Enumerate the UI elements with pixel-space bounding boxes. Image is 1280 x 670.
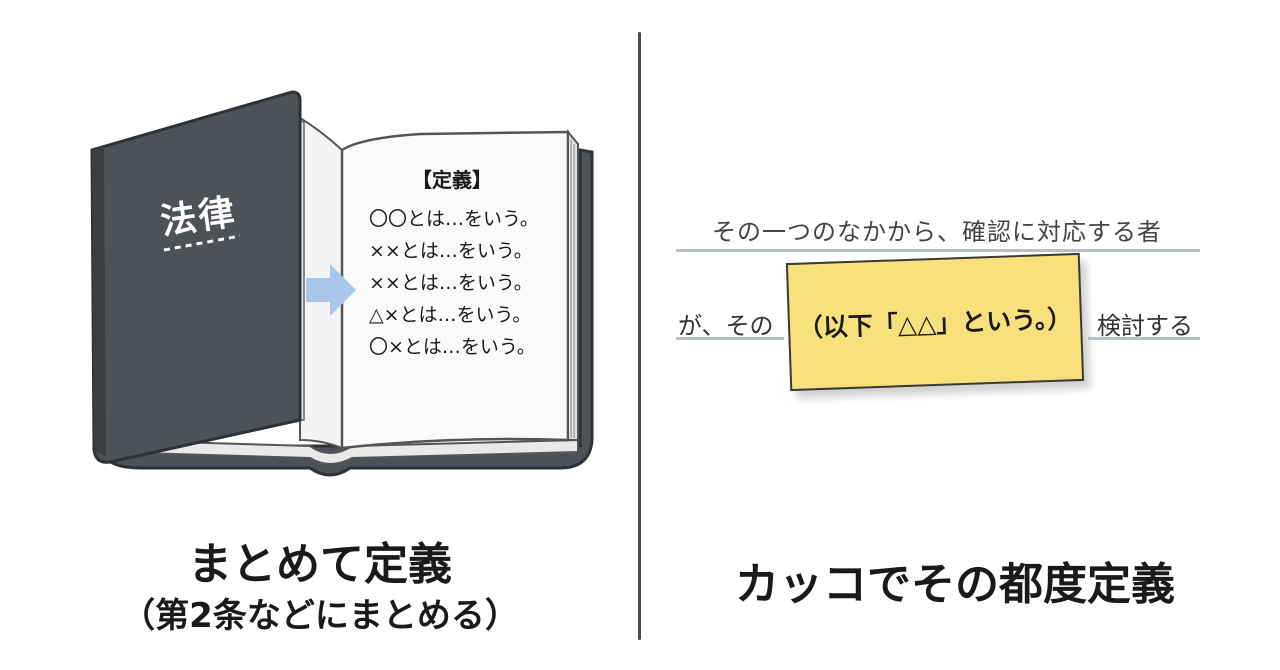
sticky-note: （以下「△△」という。） — [785, 252, 1085, 392]
definition-line-3: ××とは…をいう。 — [369, 272, 533, 294]
sentence-rule-right — [1088, 337, 1200, 340]
page-heading: 【定義】 — [412, 168, 492, 192]
sticky-note-text: （以下「△△」という。） — [797, 304, 1073, 343]
definition-line-4: △×とは…をいう。 — [369, 304, 532, 326]
left-caption-subtitle: （第2条などにまとめる） — [121, 596, 519, 636]
sentence-rule-top — [676, 249, 1200, 252]
book-page-stack — [107, 438, 579, 465]
book-cover-underline — [163, 234, 241, 252]
book-cover-spine-shade — [92, 146, 106, 456]
open-book-icon — [90, 90, 594, 477]
sentence-mid-right: 検討する — [1097, 312, 1193, 340]
definition-line-2: ××とは…をいう。 — [369, 240, 533, 262]
book-right-edges — [567, 129, 579, 441]
book-back-cover — [94, 148, 594, 477]
book-cover-title: 法律 — [158, 191, 239, 244]
sentence-top-line: その一つのなかから、確認に対応する者 — [712, 218, 1162, 246]
sentence-mid-left: が、その — [678, 312, 774, 340]
sentence-rule-left — [676, 337, 784, 340]
definition-line-1: 〇〇とは…をいう。 — [369, 208, 539, 230]
book-front-cover — [90, 90, 302, 464]
center-divider — [638, 32, 641, 640]
left-caption-title: まとめて定義 — [188, 539, 452, 590]
book-right-page — [340, 130, 570, 450]
definition-line-5: 〇×とは…をいう。 — [369, 336, 536, 358]
right-caption: カッコでその都度定義 — [735, 559, 1175, 610]
arrow-right-icon — [306, 264, 356, 316]
